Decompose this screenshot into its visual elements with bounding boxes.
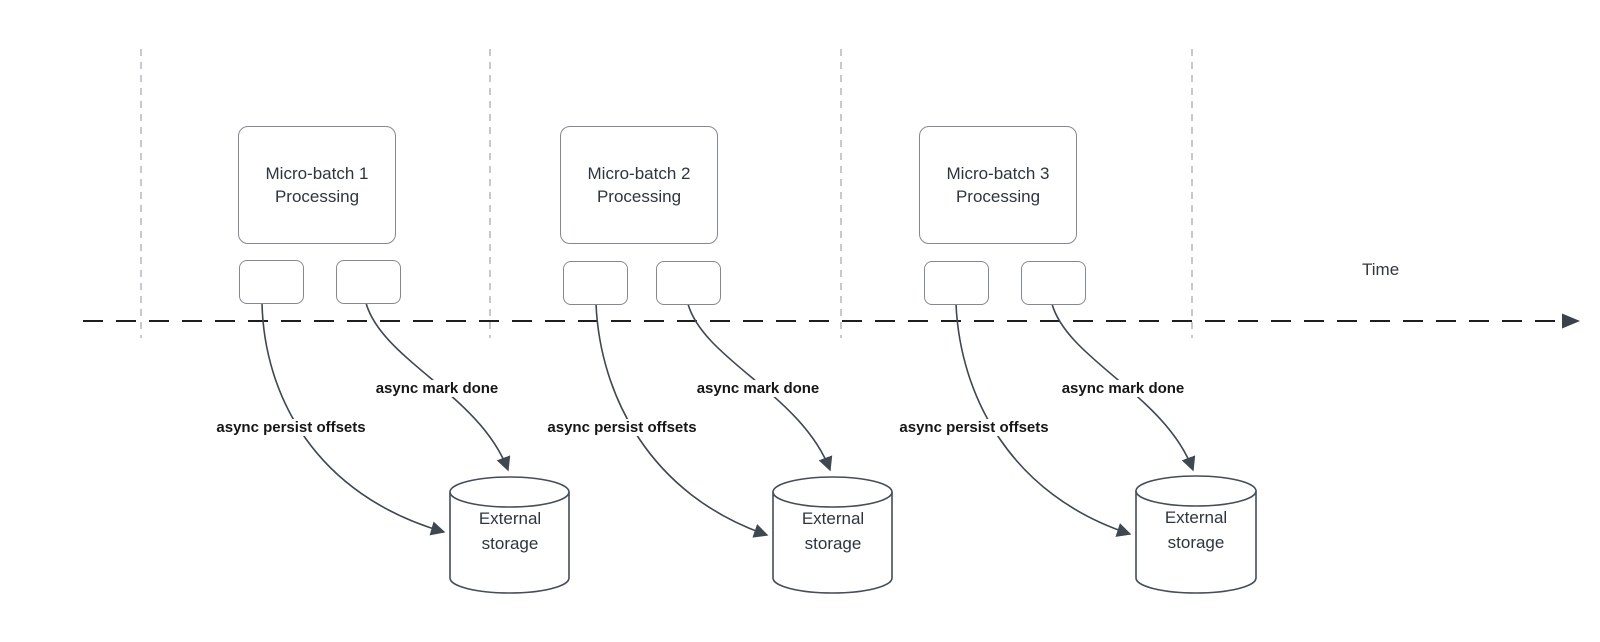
- storage-cylinder-2: [772, 476, 893, 594]
- micro-batch-3-box: Micro-batch 3 Processing: [919, 126, 1077, 244]
- mark-done-task-rect-2: [656, 261, 721, 305]
- persist-offsets-arrow-1: [261, 302, 446, 536]
- mark-done-task-rect-3: [1021, 261, 1086, 305]
- timeline-arrowhead-icon: [1562, 313, 1580, 329]
- mark-done-label-2: async mark done: [693, 380, 823, 397]
- persist-offsets-arrow-3: [955, 303, 1132, 537]
- mark-done-task-rect-1: [336, 260, 401, 304]
- micro-batch-1-box: Micro-batch 1 Processing: [238, 126, 396, 244]
- persist-offsets-label-3: async persist offsets: [896, 419, 1052, 436]
- storage-label-1: External storage: [478, 509, 542, 553]
- storage-label-2: External storage: [801, 509, 865, 553]
- time-axis-label: Time: [1362, 260, 1400, 279]
- persist-task-rect-1: [239, 260, 304, 304]
- micro-batch-1-title: Micro-batch 1 Processing: [265, 164, 369, 206]
- storage-cylinder-1: [449, 476, 570, 594]
- micro-batch-3-title: Micro-batch 3 Processing: [946, 164, 1050, 206]
- persist-task-rect-3: [924, 261, 989, 305]
- persist-offsets-arrow-2: [595, 303, 769, 538]
- persist-offsets-label-2: async persist offsets: [544, 419, 700, 436]
- persist-task-rect-2: [563, 261, 628, 305]
- storage-label-3: External storage: [1164, 508, 1228, 552]
- mark-done-arrow-1: [365, 302, 511, 472]
- mark-done-arrow-3: [1051, 303, 1196, 472]
- mark-done-label-1: async mark done: [372, 380, 502, 397]
- mark-done-label-3: async mark done: [1058, 380, 1188, 397]
- storage-cylinder-3: [1135, 475, 1257, 594]
- micro-batch-2-box: Micro-batch 2 Processing: [560, 126, 718, 244]
- micro-batch-2-title: Micro-batch 2 Processing: [587, 164, 691, 206]
- mark-done-arrow-2: [687, 303, 833, 472]
- persist-offsets-label-1: async persist offsets: [213, 419, 369, 436]
